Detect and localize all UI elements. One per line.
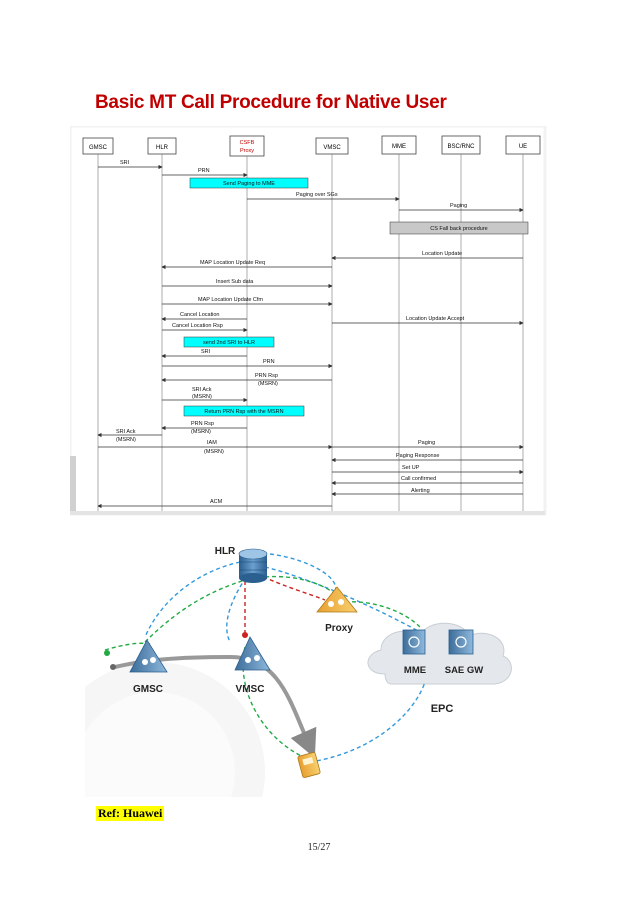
epc-label: EPC (431, 703, 454, 715)
entity-bsc-rnc: BSC/RNC (441, 135, 481, 155)
msg-label: Paging Response (396, 453, 439, 459)
msg-label: (MSRN) (204, 449, 224, 455)
entity-ue: UE (505, 135, 541, 155)
gmsc-node: GMSC (129, 639, 168, 695)
msg-label: (MSRN) (116, 437, 136, 443)
msg-label: Alerting (411, 488, 430, 494)
signal-path (226, 571, 251, 643)
highlight-return-prn (183, 405, 305, 417)
signal-path (256, 573, 326, 601)
gray-side-bar (70, 456, 76, 511)
svg-text:UE: UE (519, 144, 527, 150)
proxy-node: Proxy (316, 586, 358, 634)
diagram-frame (70, 126, 547, 516)
entity-vmsc: VMSC (315, 137, 349, 155)
svg-text:HLR: HLR (156, 145, 169, 151)
mme-node: MME (402, 629, 426, 676)
call-origin-dot (104, 650, 110, 656)
mme-label: MME (404, 665, 426, 676)
msg-label: Cancel Location Rsp (172, 323, 223, 329)
page-number: 15/27 (307, 842, 331, 853)
reference-note: Ref: Huawei (96, 806, 165, 821)
msg-label: Cancel Location (180, 312, 219, 318)
bottom-border (70, 511, 545, 515)
msg-label: (MSRN) (258, 381, 278, 387)
svg-text:MME: MME (392, 144, 406, 150)
msg-label: CS Fall back procedure (430, 226, 487, 232)
entity-mme: MME (381, 135, 417, 155)
signal-path (144, 576, 256, 643)
msg-label: PRN (263, 359, 275, 365)
lifelines (97, 154, 524, 511)
msg-label: MAP Location Update Req (200, 260, 265, 266)
msg-label: Paging (450, 203, 467, 209)
cs-fallback-box (389, 221, 529, 235)
msg-label: SRI (201, 349, 211, 355)
sae-gw-node: SAE GW (445, 629, 484, 676)
msg-label: ACM (210, 499, 223, 505)
highlight-2nd-sri (183, 336, 275, 348)
svg-text:VMSC: VMSC (323, 145, 341, 151)
msg-label: send 2nd SRI to HLR (203, 340, 255, 346)
svg-text:BSC/RNC: BSC/RNC (447, 144, 475, 150)
gmsc-label: GMSC (133, 684, 163, 695)
msg-label: Paging (418, 440, 435, 446)
msg-label: (MSRN) (192, 394, 212, 400)
msg-label: Insert Sub data (216, 279, 254, 285)
msg-label: Paging over SGs (296, 192, 338, 198)
msg-label: MAP Location Update Cfm (198, 297, 263, 303)
msg-label: SRI Ack (116, 429, 136, 435)
vmsc-label: VMSC (236, 684, 265, 695)
msg-label: SRI (120, 160, 130, 166)
sequence-diagram: GMSC HLR CSFB Proxy VMSC MME BSC/RNC UE (70, 126, 547, 516)
msg-label: Location Update (422, 251, 462, 257)
signal-path (264, 575, 339, 598)
svg-text:GMSC: GMSC (89, 145, 108, 151)
msg-label: PRN (198, 168, 210, 174)
svg-text:Proxy: Proxy (240, 148, 254, 154)
call-origin-dot (110, 664, 116, 670)
sae-gw-label: SAE GW (445, 665, 484, 676)
entity-csfb-proxy: CSFB Proxy (229, 135, 265, 157)
signal-path (309, 681, 426, 763)
msg-label: PRN Rsp (191, 421, 214, 427)
msg-label: (MSRN) (191, 429, 211, 435)
hlr-node: HLR (215, 546, 268, 583)
signal-path (344, 601, 421, 628)
msg-label: PRN Rsp (255, 373, 278, 379)
msg-label: Return PRN Rsp with the MSRN (204, 409, 283, 415)
entity-hlr: HLR (147, 137, 177, 155)
hlr-label: HLR (215, 546, 236, 557)
msg-label: Location Update Accept (406, 316, 465, 322)
network-architecture-diagram: HLR Proxy GMSC VMSC MME SAE GW EPC (85, 546, 512, 797)
phone-icon (297, 752, 321, 778)
signal-path (144, 561, 241, 638)
epc-cloud (367, 622, 512, 685)
proxy-label: Proxy (325, 623, 353, 634)
svg-text:CSFB: CSFB (240, 140, 255, 146)
vmsc-node: VMSC (234, 632, 271, 695)
msg-label: Call confirmed (401, 476, 436, 482)
msg-label: SRI Ack (192, 387, 212, 393)
page-title: Basic MT Call Procedure for Native User (95, 92, 447, 113)
msg-label: IAM (207, 440, 217, 446)
msg-label: Set UP (402, 465, 420, 471)
signal-path (264, 566, 421, 633)
entity-gmsc: GMSC (82, 137, 114, 155)
highlight-send-paging (189, 177, 309, 189)
msg-label: Send Paging to MME (223, 181, 275, 187)
